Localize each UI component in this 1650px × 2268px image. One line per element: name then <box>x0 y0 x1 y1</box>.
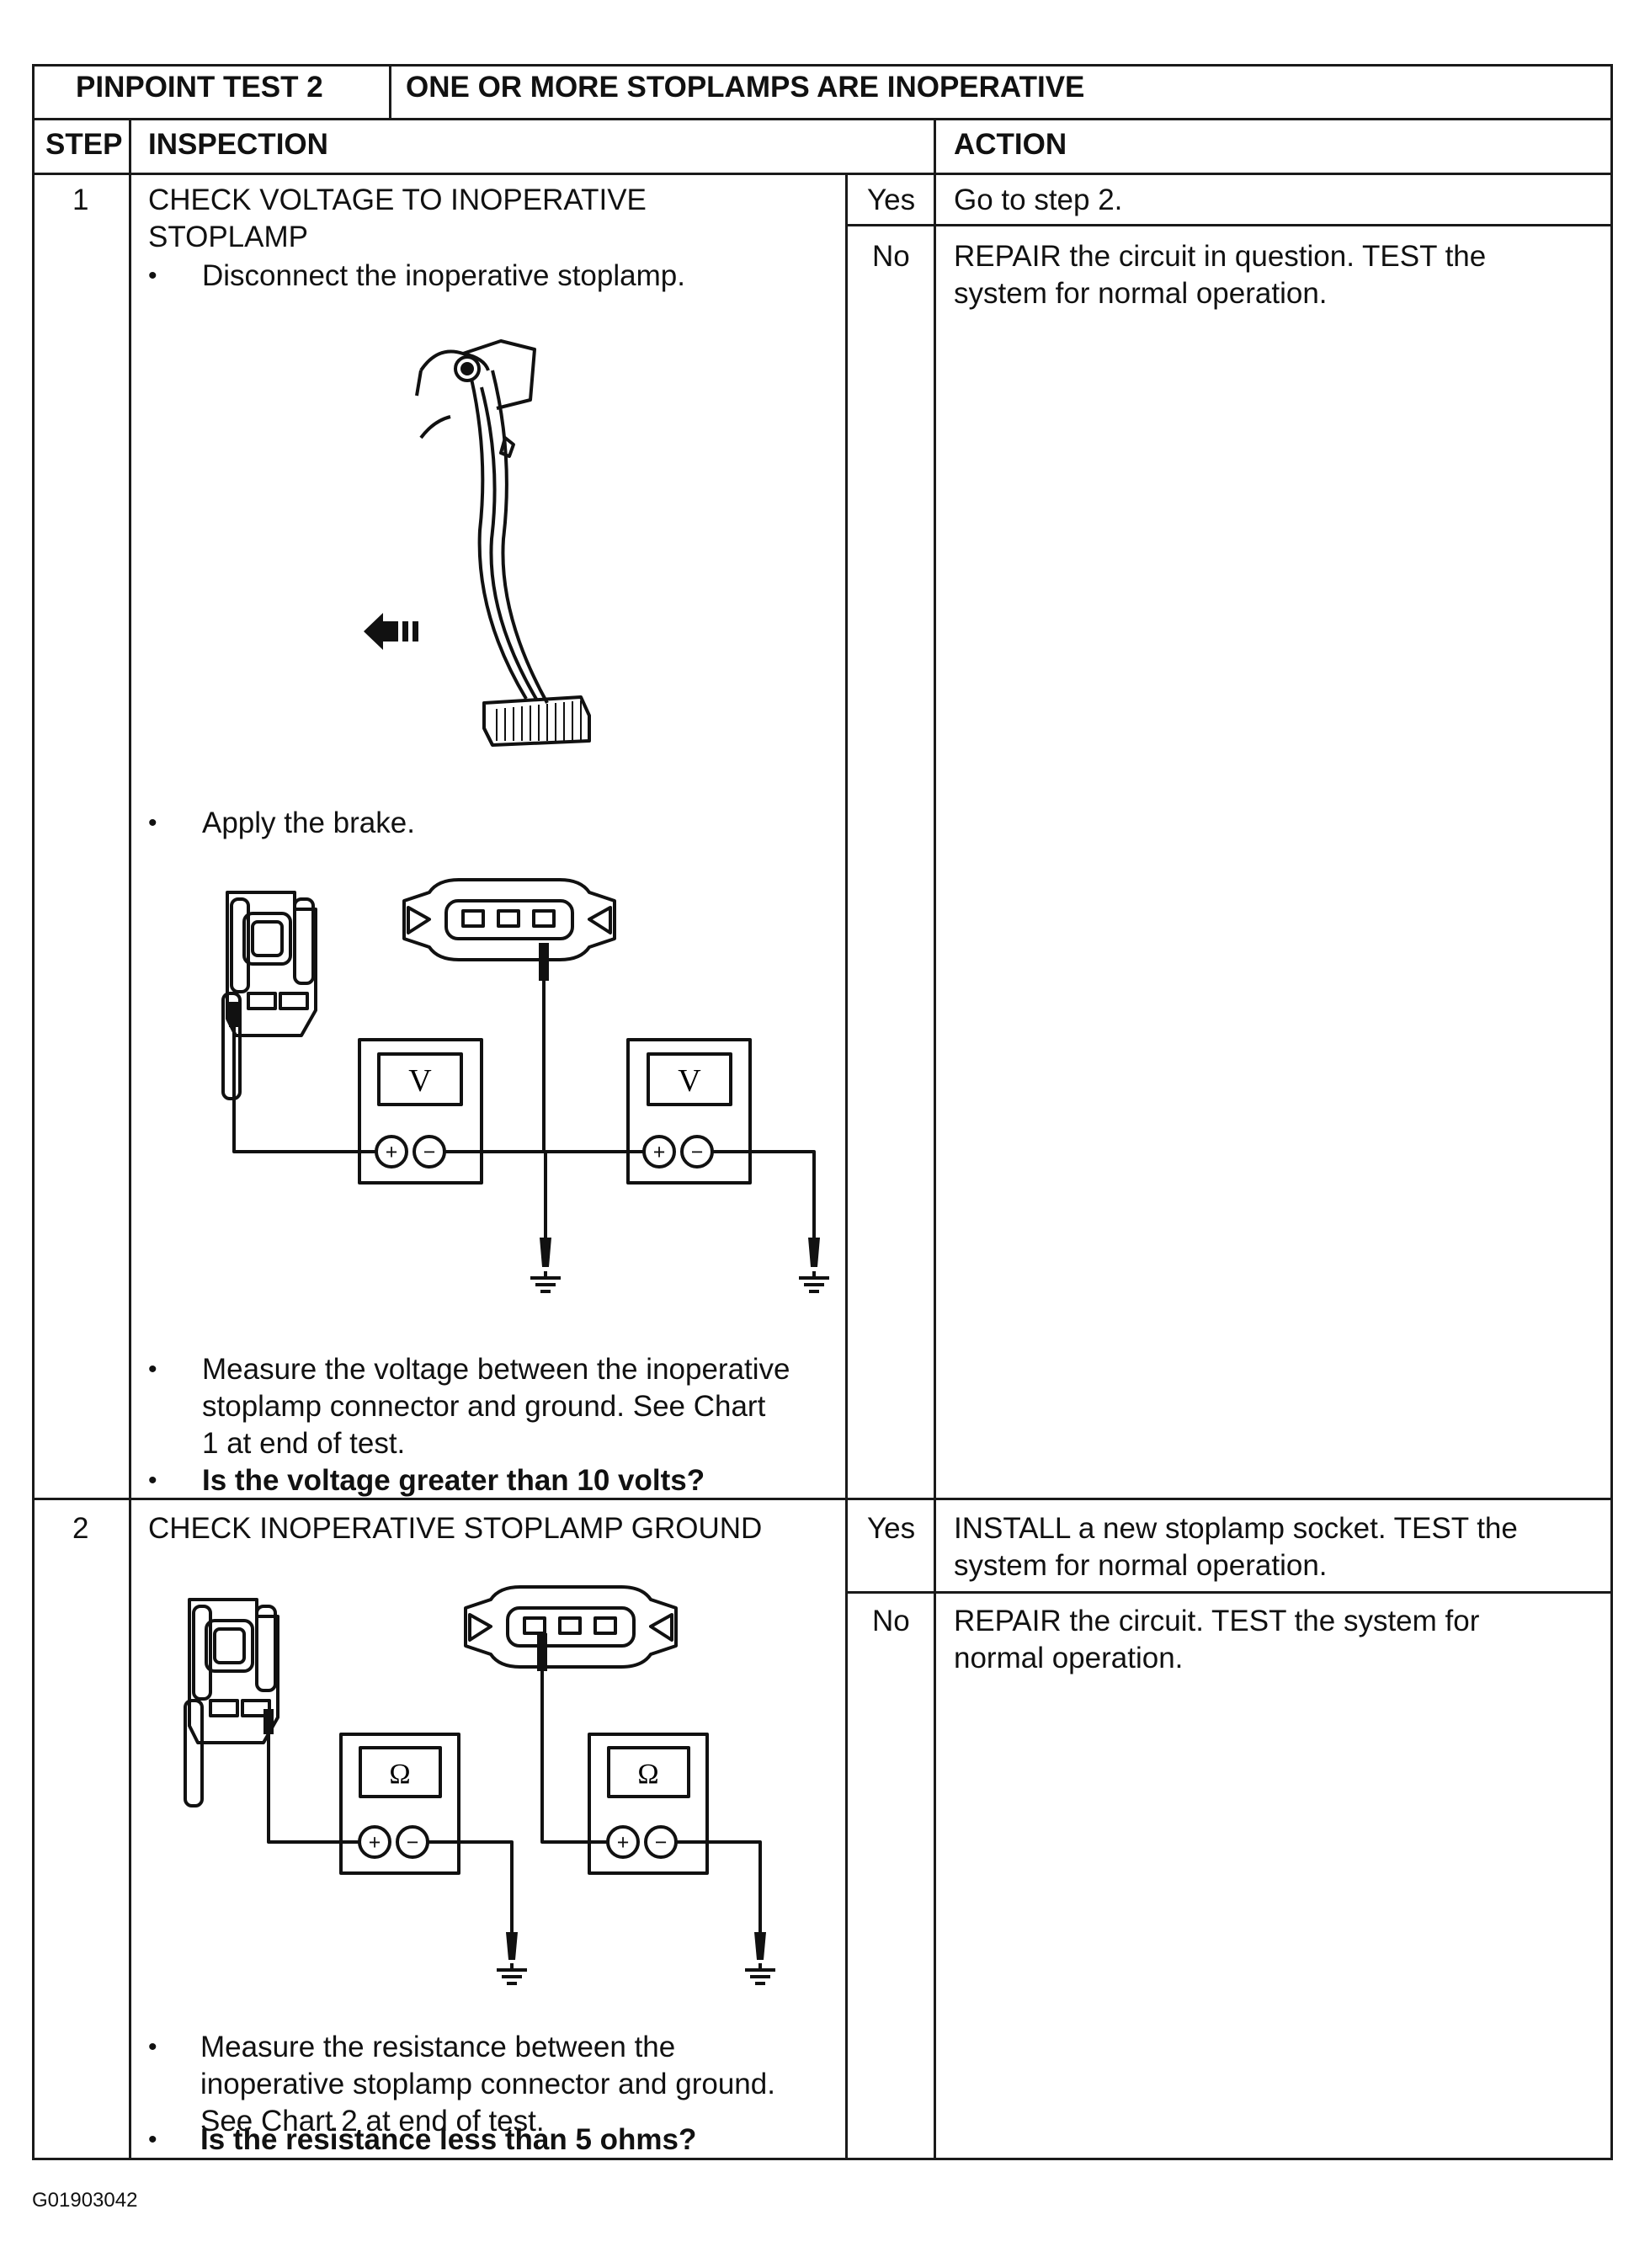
bullet-icon: • <box>148 2033 157 2061</box>
column-header-step: STEP <box>45 128 123 161</box>
column-header-inspection: INSPECTION <box>148 128 328 161</box>
svg-text:+: + <box>369 1830 381 1855</box>
test-id: PINPOINT TEST 2 <box>76 71 323 104</box>
ohmmeter-wiring-diagram: +− +− Ω Ω <box>184 1585 775 1985</box>
answer-no: No <box>872 1605 910 1637</box>
answer-yes: Yes <box>867 1512 916 1545</box>
test-question: Is the voltage greater than 10 volts? <box>202 1464 705 1497</box>
bullet-icon: • <box>148 262 157 290</box>
instruction-text: stoplamp connector and ground. See Chart <box>202 1390 766 1423</box>
step-number: 2 <box>72 1512 89 1545</box>
column-header-action: ACTION <box>954 128 1067 161</box>
meter-symbol: Ω <box>389 1759 410 1790</box>
svg-text:−: − <box>655 1830 668 1855</box>
action-text: INSTALL a new stoplamp socket. TEST the <box>954 1512 1518 1545</box>
action-text: Go to step 2. <box>954 184 1123 216</box>
action-text: REPAIR the circuit. TEST the system for <box>954 1605 1480 1637</box>
test-title: ONE OR MORE STOPLAMPS ARE INOPERATIVE <box>406 71 1085 104</box>
svg-text:−: − <box>691 1140 704 1164</box>
action-text: system for normal operation. <box>954 1549 1328 1582</box>
step-title: STOPLAMP <box>148 221 308 253</box>
instruction-text: Apply the brake. <box>202 807 415 839</box>
bullet-icon: • <box>148 1467 157 1494</box>
meter-symbol: Ω <box>637 1759 658 1790</box>
svg-text:−: − <box>407 1830 419 1855</box>
instruction-text: 1 at end of test. <box>202 1427 406 1460</box>
instruction-text: Measure the voltage between the inoperat… <box>202 1353 790 1386</box>
action-text: REPAIR the circuit in question. TEST the <box>954 240 1487 273</box>
meter-symbol: V <box>678 1063 701 1099</box>
test-question: Is the resistance less than 5 ohms? <box>200 2123 697 2156</box>
brake-pedal-illustration <box>364 339 591 747</box>
action-text: normal operation. <box>954 1642 1184 1674</box>
svg-text:+: + <box>617 1830 630 1855</box>
step-title: CHECK VOLTAGE TO INOPERATIVE <box>148 184 647 216</box>
action-text: system for normal operation. <box>954 277 1328 310</box>
svg-text:+: + <box>653 1140 666 1164</box>
meter-symbol: V <box>408 1063 432 1099</box>
svg-text:−: − <box>423 1140 436 1164</box>
instruction-text: Disconnect the inoperative stoplamp. <box>202 259 685 292</box>
answer-no: No <box>872 240 910 273</box>
figure-code: G01903042 <box>32 2189 138 2212</box>
instruction-text: See Chart 2 at end of test. <box>200 2105 545 2138</box>
bullet-icon: • <box>148 2126 157 2154</box>
step-number: 1 <box>72 184 89 216</box>
voltmeter-wiring-diagram: + − + − V V <box>221 878 829 1293</box>
bullet-icon: • <box>148 1355 157 1383</box>
bullet-icon: • <box>148 809 157 837</box>
instruction-text: inoperative stoplamp connector and groun… <box>200 2068 775 2100</box>
step-title: CHECK INOPERATIVE STOPLAMP GROUND <box>148 1512 763 1545</box>
answer-yes: Yes <box>867 184 916 216</box>
svg-text:+: + <box>386 1140 398 1164</box>
instruction-text: Measure the resistance between the <box>200 2031 676 2063</box>
